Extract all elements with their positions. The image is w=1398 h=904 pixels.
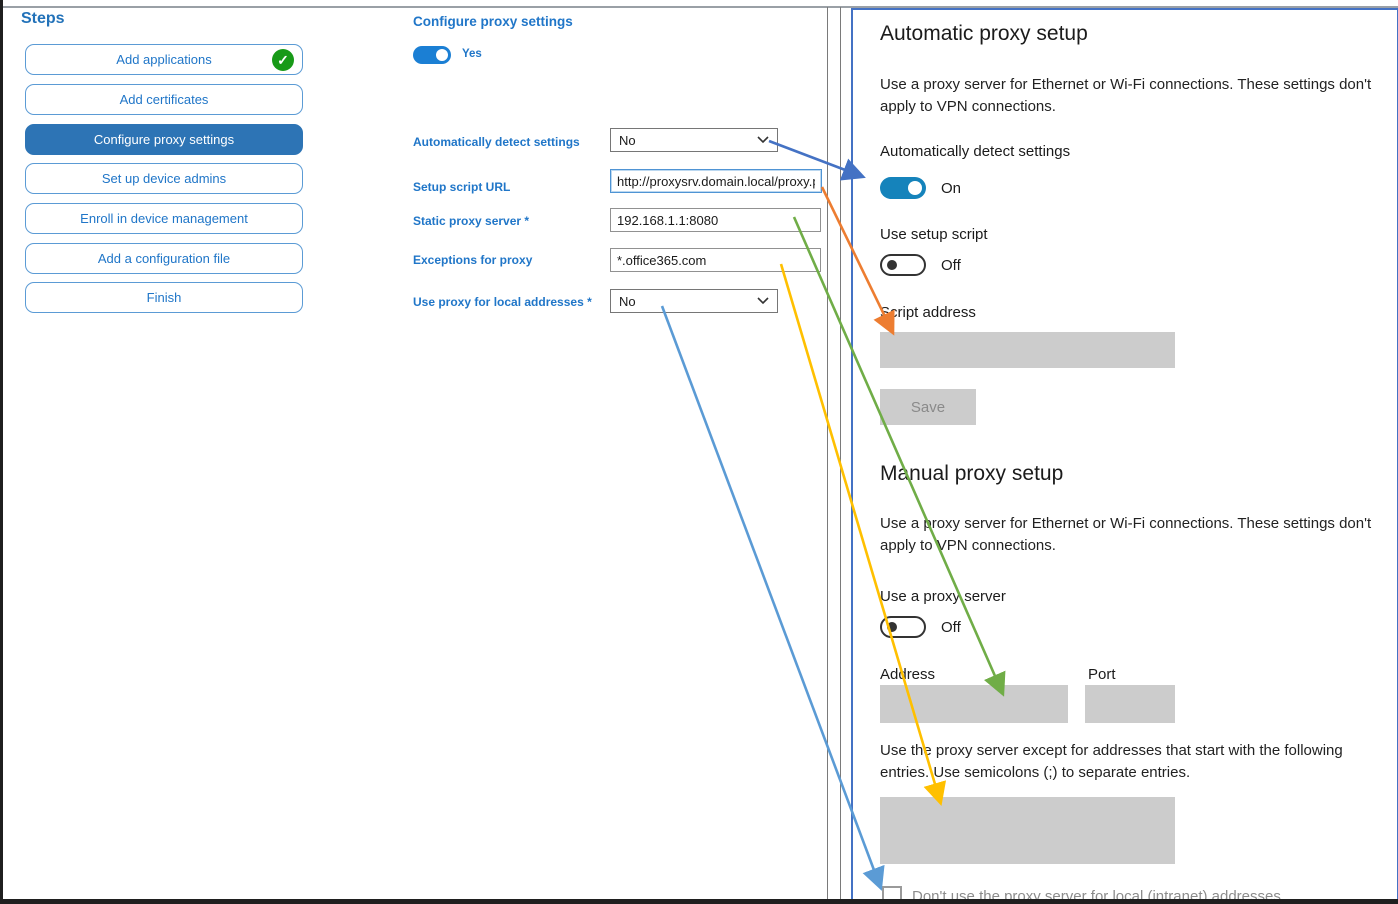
step-add-applications[interactable]: Add applications ✓ bbox=[25, 44, 303, 75]
field-label-exceptions: Exceptions for proxy bbox=[413, 253, 533, 267]
detect-settings-state: On bbox=[941, 180, 962, 197]
save-button: Save bbox=[880, 389, 976, 425]
detect-settings-label: Automatically detect settings bbox=[880, 143, 1071, 160]
configure-proxy-enabled-toggle[interactable] bbox=[413, 46, 451, 64]
step-label: Configure proxy settings bbox=[93, 132, 235, 147]
enabled-toggle-state: Yes bbox=[462, 48, 482, 60]
step-add-certificates[interactable]: Add certificates bbox=[25, 84, 303, 115]
step-set-up-device-admins[interactable]: Set up device admins bbox=[25, 163, 303, 194]
step-configure-proxy-settings[interactable]: Configure proxy settings bbox=[25, 124, 303, 155]
address-label: Address bbox=[880, 666, 936, 683]
local-addresses-checkbox bbox=[882, 886, 902, 899]
field-label-static-proxy: Static proxy server * bbox=[413, 214, 530, 228]
top-border-rule bbox=[3, 6, 1398, 8]
field-label-local-addresses: Use proxy for local addresses * bbox=[413, 295, 592, 309]
select-value: No bbox=[619, 132, 636, 148]
manual-proxy-description: Use a proxy server for Ethernet or Wi-Fi… bbox=[880, 515, 1372, 554]
step-finish[interactable]: Finish bbox=[25, 282, 303, 313]
automatic-proxy-setup-heading: Automatic proxy setup bbox=[880, 22, 1088, 45]
proxy-exceptions-help-text: Use the proxy server except for addresse… bbox=[880, 742, 1343, 781]
detect-settings-toggle[interactable] bbox=[880, 177, 926, 199]
use-proxy-local-select[interactable]: No bbox=[610, 289, 778, 313]
toggle-knob bbox=[887, 260, 897, 270]
port-label: Port bbox=[1088, 666, 1116, 683]
use-setup-script-state: Off bbox=[941, 257, 961, 274]
use-proxy-server-state: Off bbox=[941, 619, 961, 636]
step-enroll-in-device-management[interactable]: Enroll in device management bbox=[25, 203, 303, 234]
step-label: Add a configuration file bbox=[97, 251, 231, 266]
detect-settings-select[interactable]: No bbox=[610, 128, 778, 152]
toggle-knob bbox=[436, 49, 448, 61]
step-label: Add applications bbox=[116, 52, 212, 67]
screenshot-edge-divider bbox=[840, 7, 841, 899]
use-proxy-server-label: Use a proxy server bbox=[880, 588, 1006, 605]
proxy-exceptions-textarea bbox=[880, 797, 1175, 864]
step-label: Enroll in device management bbox=[80, 211, 248, 226]
toggle-knob bbox=[908, 181, 922, 195]
toggle-knob bbox=[887, 622, 897, 632]
port-input bbox=[1085, 685, 1175, 723]
local-addresses-checkbox-label: Don't use the proxy server for local (in… bbox=[912, 888, 1281, 904]
step-label: Set up device admins bbox=[101, 171, 227, 186]
chevron-down-icon bbox=[757, 136, 769, 144]
step-label: Add certificates bbox=[119, 92, 209, 107]
windows-proxy-settings-panel: Automatic proxy setup Use a proxy server… bbox=[851, 8, 1398, 904]
address-input bbox=[880, 685, 1068, 723]
check-icon: ✓ bbox=[272, 48, 294, 71]
field-label-detect: Automatically detect settings bbox=[413, 135, 580, 149]
script-address-input bbox=[880, 332, 1175, 368]
manual-proxy-setup-heading: Manual proxy setup bbox=[880, 462, 1064, 485]
step-label: Finish bbox=[146, 290, 182, 305]
step-add-a-configuration-file[interactable]: Add a configuration file bbox=[25, 243, 303, 274]
automatic-proxy-description: Use a proxy server for Ethernet or Wi-Fi… bbox=[880, 76, 1372, 115]
window-edge-divider bbox=[827, 7, 828, 899]
steps-heading: Steps bbox=[21, 10, 65, 27]
script-address-label: Script address bbox=[880, 304, 976, 321]
setup-script-url-input[interactable] bbox=[610, 169, 822, 193]
use-setup-script-label: Use setup script bbox=[880, 226, 988, 243]
chevron-down-icon bbox=[757, 297, 769, 305]
select-value: No bbox=[619, 293, 636, 309]
field-label-setup-script: Setup script URL bbox=[413, 180, 511, 194]
static-proxy-server-input[interactable] bbox=[610, 208, 821, 232]
use-setup-script-toggle[interactable] bbox=[880, 254, 926, 276]
exceptions-for-proxy-input[interactable] bbox=[610, 248, 821, 272]
form-title: Configure proxy settings bbox=[413, 14, 573, 29]
arrow-local-addresses bbox=[660, 305, 885, 891]
use-proxy-server-toggle[interactable] bbox=[880, 616, 926, 638]
